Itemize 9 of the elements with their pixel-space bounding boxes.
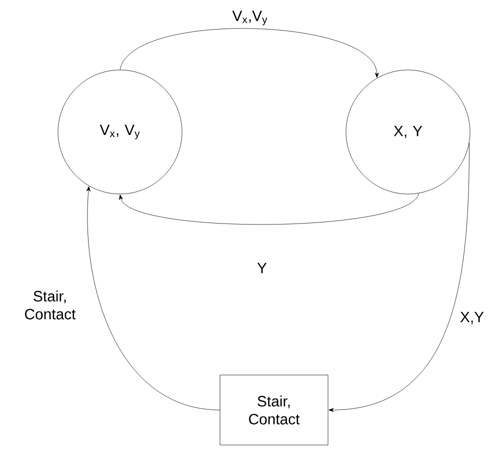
arrow [120, 28, 379, 78]
arrow [86, 186, 220, 410]
edge-label: V$_{x}$,V$_{y}$ [232, 10, 268, 26]
edge-label: Stair, Contact [25, 290, 76, 320]
arrow [118, 193, 419, 225]
edge-label: Y [257, 262, 267, 274]
edge-label: X,Y [460, 312, 484, 324]
state-box: Stair, Contact [220, 374, 328, 446]
arrow [328, 142, 470, 412]
